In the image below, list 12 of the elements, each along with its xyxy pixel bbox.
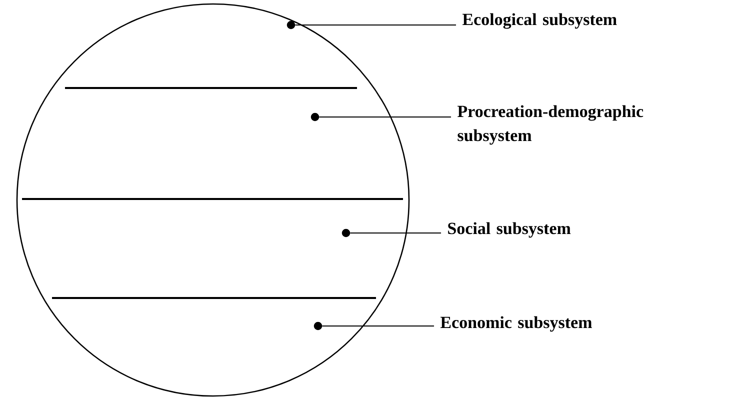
dot (286, 20, 296, 30)
leader-line (318, 116, 452, 118)
dot (314, 322, 322, 330)
label-text: Procreation-demographic subsystem (458, 105, 644, 145)
dot (342, 228, 350, 238)
leader-line (350, 232, 442, 234)
label-text: Economic subsystem (440, 316, 592, 332)
leader-line (294, 24, 456, 26)
circle-outline (16, 3, 410, 397)
label-text: Ecological subsystem (462, 13, 617, 29)
dot (310, 112, 320, 122)
label-text: Social subsystem (448, 222, 571, 238)
